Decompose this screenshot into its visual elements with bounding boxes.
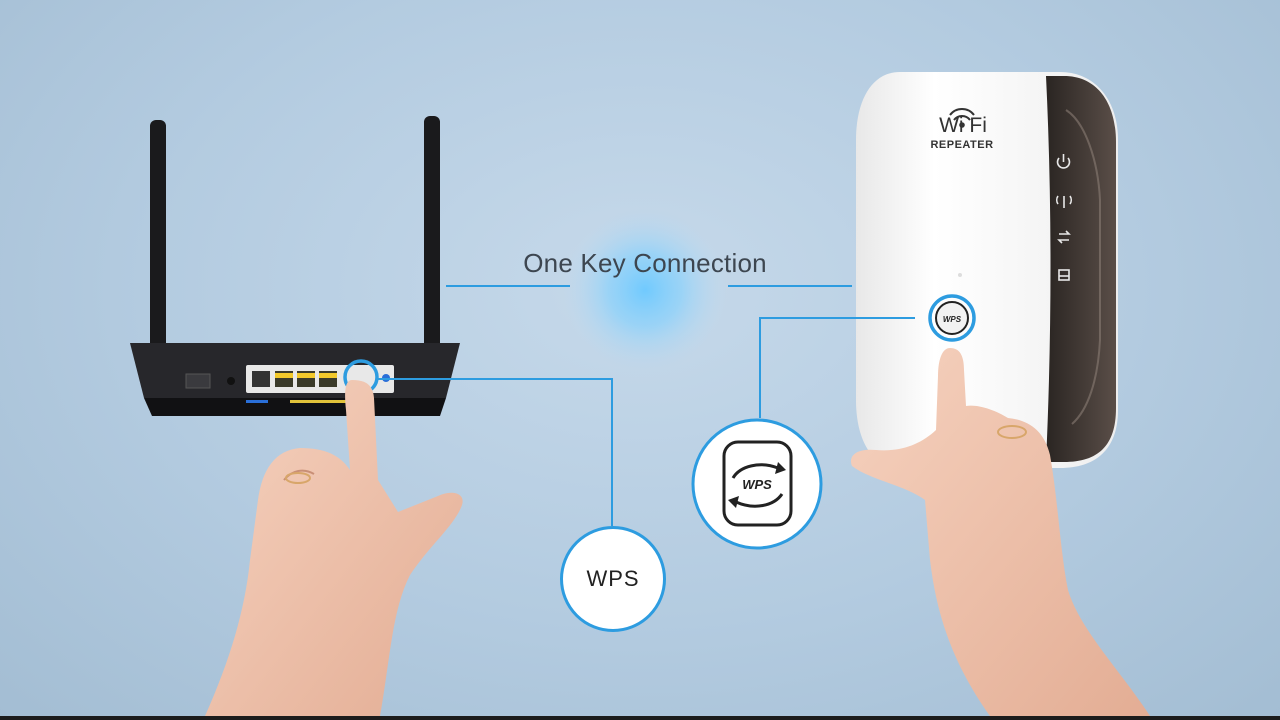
repeater-wps-button[interactable] xyxy=(935,301,969,335)
right-hand xyxy=(851,348,1150,716)
router-antenna-left xyxy=(150,120,166,360)
wifi-repeater: WPS xyxy=(856,72,1118,468)
power-icon xyxy=(1056,154,1071,169)
repeater-wps-button-highlight xyxy=(928,294,976,342)
wifi-icon xyxy=(949,108,975,128)
repeater-wps-button-label: WPS xyxy=(943,315,962,324)
ring-icon xyxy=(997,425,1027,439)
wps-icon-label: WPS xyxy=(742,477,772,492)
router xyxy=(130,116,460,416)
router-usb-port xyxy=(185,373,211,389)
transfer-icon xyxy=(1057,230,1071,244)
repeater-side-panel xyxy=(1046,76,1116,462)
ring-icon xyxy=(285,472,311,484)
bottom-strip xyxy=(0,716,1280,720)
repeater-brand: Wi Fi xyxy=(939,114,987,137)
left-hand xyxy=(205,380,463,716)
router-antenna-right xyxy=(424,116,440,360)
router-wps-callout: WPS xyxy=(560,526,666,632)
lan-icon xyxy=(1058,269,1070,281)
repeater-brand-subtitle: REPEATER xyxy=(930,139,994,151)
router-wps-callout-line xyxy=(377,378,613,526)
repeater-wps-callout-line xyxy=(759,317,915,418)
connection-glow xyxy=(563,208,727,372)
signal-icon xyxy=(1055,195,1073,208)
repeater-wps-callout: WPS xyxy=(691,418,823,550)
headline: One Key Connection xyxy=(523,248,767,278)
router-wps-callout-label: WPS xyxy=(586,566,640,591)
